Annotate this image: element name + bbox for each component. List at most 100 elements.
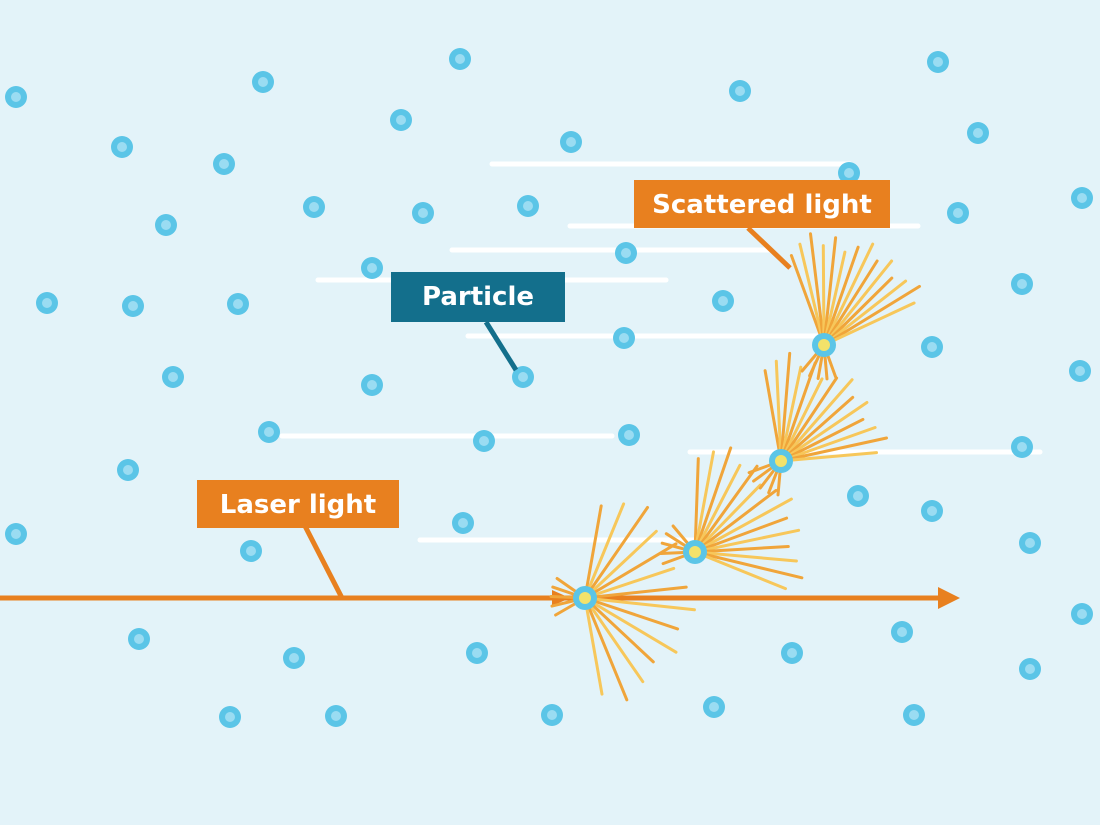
scattered-ray: [789, 254, 826, 347]
scattered-ray: [822, 279, 908, 347]
scattered-ray: [779, 351, 792, 463]
scattered-ray: [583, 502, 626, 600]
particle-dot-icon: [1019, 532, 1041, 554]
scattered-ray: [693, 528, 801, 554]
particle-dot-icon: [1069, 360, 1091, 382]
ray-fan: [659, 446, 804, 591]
scattered-ray: [779, 395, 855, 463]
scattered-ray: [779, 401, 869, 463]
scattered-ray: [693, 488, 778, 554]
particle-dot-icon: [613, 327, 635, 349]
scattered-ray: [822, 301, 916, 347]
scatter-point-icon: [812, 333, 836, 357]
scattered-ray: [822, 259, 879, 347]
particle-label-box: [391, 272, 565, 322]
particle-callout: Particle: [391, 272, 565, 372]
particle-dot-icon: [947, 202, 969, 224]
scattered-ray: [822, 250, 847, 347]
scattered-ray: [763, 369, 783, 463]
scattered-ray: [798, 242, 826, 347]
scattered-ray: [809, 232, 826, 347]
particle-dot-icon: [227, 293, 249, 315]
particle-dot-icon: [1071, 187, 1093, 209]
particle-dot-icon: [891, 621, 913, 643]
scattered-ray: [774, 359, 783, 463]
scattered-ray: [583, 596, 655, 664]
particle-dot-icon: [1019, 658, 1041, 680]
scattered-ray: [693, 550, 787, 591]
particle-dot-icon: [5, 523, 27, 545]
particle-dot-icon: [128, 628, 150, 650]
particle-dot-icon: [838, 162, 860, 184]
particle-dot-icon: [162, 366, 184, 388]
particle-dot-icon: [703, 696, 725, 718]
scattered-ray: [779, 436, 888, 463]
scattered-ray: [779, 451, 878, 463]
scattered-ray: [779, 426, 877, 463]
scattered-light-label-box: [634, 180, 890, 228]
scattered-light-pointer: [746, 226, 792, 270]
particle-dot-icon: [1071, 603, 1093, 625]
particle-dot-icon: [390, 109, 412, 131]
particle-dot-icon: [512, 366, 534, 388]
particle-dot-icon: [283, 647, 305, 669]
scattered-ray: [779, 378, 854, 463]
scattered-ray: [583, 596, 680, 631]
laser-light-pointer: [302, 524, 345, 600]
scattered-ray: [779, 377, 824, 463]
scatter-points: [573, 333, 836, 610]
particle-dot-icon: [927, 51, 949, 73]
scattered-ray: [583, 585, 688, 600]
scattered-ray: [821, 244, 826, 347]
particle-dot-icon: [541, 704, 563, 726]
scattered-ray: [693, 497, 793, 554]
particle-dot-icon: [618, 424, 640, 446]
scattered-ray: [583, 596, 604, 696]
scattered-ray: [583, 566, 676, 600]
scattered-light-callout: Scattered light: [634, 180, 890, 270]
scattered-ray: [822, 242, 875, 347]
scattered-ray: [693, 463, 742, 554]
particle-dot-icon: [111, 136, 133, 158]
particle-dot-icon: [303, 196, 325, 218]
particle-dot-icon: [560, 131, 582, 153]
particle-dot-icon: [36, 292, 58, 314]
particle-dot-icon: [847, 485, 869, 507]
particle-dot-icon: [1011, 436, 1033, 458]
particle-dot-icon: [967, 122, 989, 144]
particle-dot-icon: [781, 642, 803, 664]
particle-dot-icon: [921, 336, 943, 358]
scattered-ray: [779, 365, 803, 463]
particle-dot-icon: [155, 214, 177, 236]
particle-dot-icon: [1011, 273, 1033, 295]
scattered-ray: [693, 446, 733, 554]
scattered-ray: [583, 506, 649, 600]
particle-dot-icon: [117, 459, 139, 481]
particle-dot-icon: [219, 706, 241, 728]
particle-dot-icon: [712, 290, 734, 312]
scattered-ray: [693, 516, 789, 554]
particle-dot-icon: [213, 153, 235, 175]
particle-label: Particle: [422, 282, 534, 312]
scatter-point-icon: [769, 449, 793, 473]
scattered-ray: [822, 259, 894, 347]
particle-dot-icon: [452, 512, 474, 534]
ray-fan: [747, 351, 888, 497]
scattered-ray: [822, 245, 860, 347]
particle-dot-icon: [449, 48, 471, 70]
scattered-ray: [693, 464, 759, 554]
particle-dot-icon: [615, 242, 637, 264]
scattered-ray: [583, 529, 658, 600]
scattered-rays: [549, 232, 921, 702]
scattered-ray: [779, 361, 817, 463]
particle-dot-icon: [5, 86, 27, 108]
particle-dot-icon: [258, 421, 280, 443]
particle-dot-icon: [517, 195, 539, 217]
laser-light-label-box: [197, 480, 399, 528]
scattered-ray: [779, 376, 839, 463]
particle-dot-icon: [122, 295, 144, 317]
scatter-point-icon: [573, 586, 597, 610]
scatter-point-icon: [683, 540, 707, 564]
